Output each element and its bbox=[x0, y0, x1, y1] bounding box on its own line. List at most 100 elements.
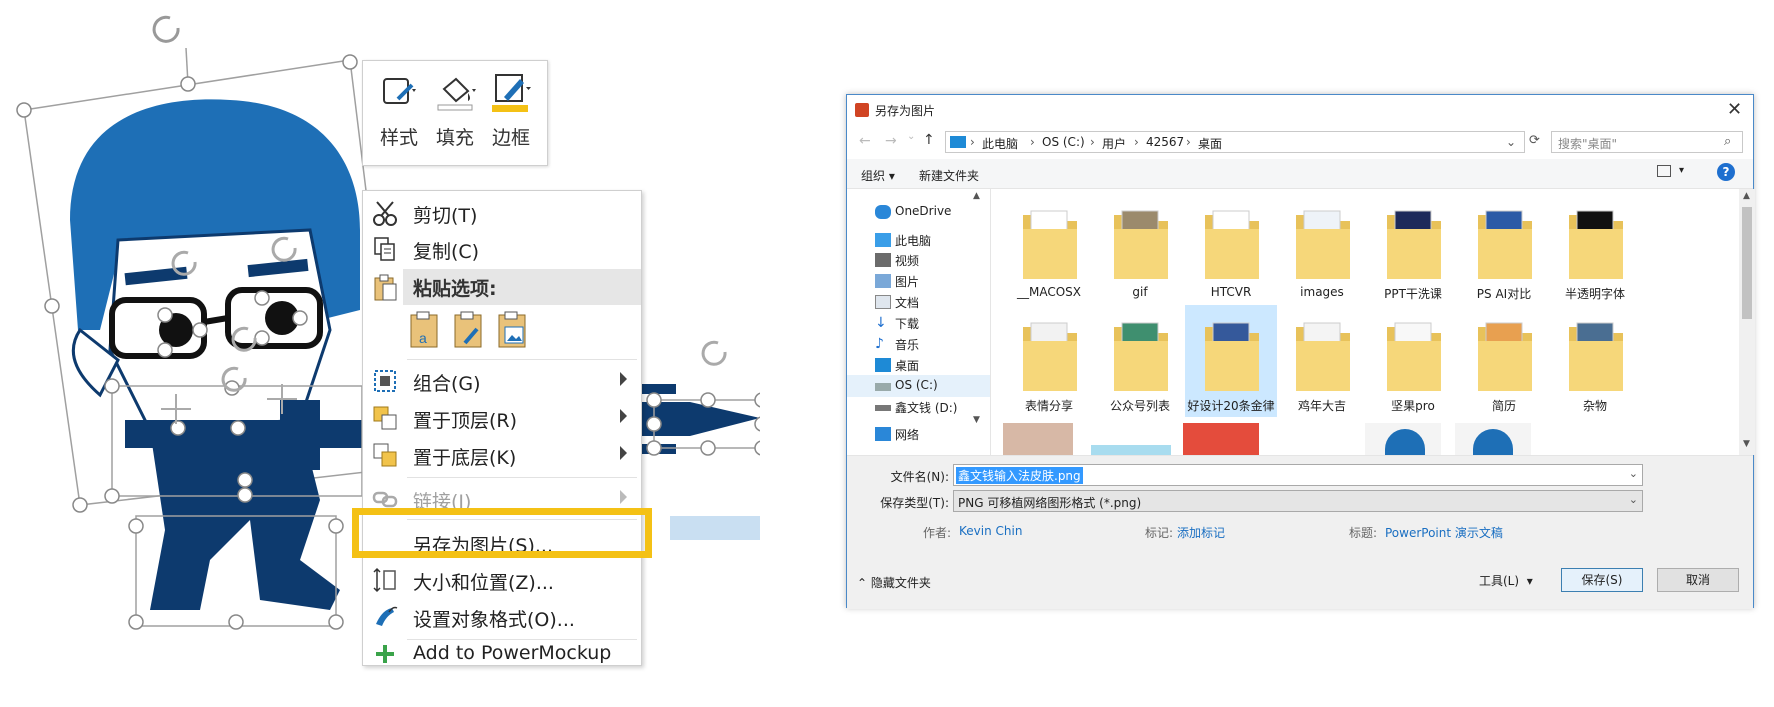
folder-item[interactable]: 公众号列表 bbox=[1094, 305, 1186, 417]
nav-item-onedrive[interactable]: OneDrive bbox=[847, 201, 990, 223]
new-folder-button[interactable]: 新建文件夹 bbox=[919, 169, 980, 183]
folder-item[interactable]: gif bbox=[1094, 193, 1186, 305]
up-arrow-icon[interactable]: ↑ bbox=[923, 132, 935, 148]
help-icon[interactable]: ? bbox=[1717, 163, 1735, 181]
nav-item-network[interactable]: 网络 bbox=[847, 423, 990, 445]
menu-item-bring-to-front[interactable]: 置于顶层(R) bbox=[363, 400, 641, 436]
nav-scroll-down-icon[interactable]: ▼ bbox=[973, 415, 980, 425]
paste-keep-text-icon[interactable]: a bbox=[410, 311, 438, 348]
nav-item-videos[interactable]: 视频 bbox=[847, 249, 990, 271]
vertical-scrollbar[interactable]: ▲ ▼ bbox=[1739, 189, 1755, 455]
cancel-button[interactable]: 取消 bbox=[1657, 568, 1739, 592]
doc-title-label: 标题: bbox=[1348, 526, 1377, 540]
recent-dropdown-icon[interactable]: ⌄ bbox=[907, 131, 916, 142]
close-icon[interactable]: ✕ bbox=[1727, 99, 1743, 120]
file-thumbnail[interactable] bbox=[1183, 423, 1259, 455]
file-thumbnail[interactable] bbox=[1091, 445, 1171, 455]
doc-title-value[interactable]: PowerPoint 演示文稿 bbox=[1385, 526, 1503, 540]
save-options-pane: 文件名(N): 鑫文钱输入法皮肤.png ⌄ 保存类型(T): PNG 可移植网… bbox=[847, 455, 1753, 609]
folder-item[interactable]: 好设计20条金律 bbox=[1185, 305, 1277, 417]
video-icon bbox=[875, 253, 891, 267]
address-dropdown-icon[interactable]: ⌄ bbox=[1506, 135, 1517, 149]
folder-item[interactable]: 杂物 bbox=[1549, 305, 1641, 417]
address-bar[interactable]: › 此电脑 › OS (C:) › 用户 › 42567 › 桌面 ⌄ bbox=[945, 131, 1525, 153]
menu-item-send-to-back[interactable]: 置于底层(K) bbox=[363, 437, 641, 473]
folder-icon bbox=[1112, 203, 1170, 281]
folder-item[interactable]: PS AI对比 bbox=[1458, 193, 1550, 305]
forward-arrow-icon[interactable]: → bbox=[885, 133, 897, 149]
filetype-select[interactable]: PNG 可移植网络图形格式 (*.png) ⌄ bbox=[953, 490, 1643, 512]
scrollbar-thumb[interactable] bbox=[1742, 207, 1752, 319]
nav-item-music[interactable]: ♪音乐 bbox=[875, 336, 920, 352]
style-button[interactable]: 样式 bbox=[371, 71, 427, 157]
view-dropdown-icon[interactable]: ▾ bbox=[1679, 165, 1685, 176]
folder-item[interactable]: 半透明字体 bbox=[1549, 193, 1641, 305]
author-value[interactable]: Kevin Chin bbox=[959, 524, 1023, 538]
view-icon[interactable] bbox=[1657, 165, 1671, 177]
folder-icon bbox=[1294, 203, 1352, 281]
mini-toolbar: 样式 填充 边框 bbox=[362, 60, 548, 166]
filename-field[interactable]: 鑫文钱输入法皮肤.png ⌄ bbox=[953, 464, 1643, 486]
breadcrumb-item[interactable]: 用户 bbox=[1102, 137, 1127, 151]
refresh-icon[interactable]: ⟳ bbox=[1529, 133, 1540, 148]
menu-item-size-position[interactable]: 大小和位置(Z)... bbox=[363, 562, 641, 598]
folder-item[interactable]: __MACOSX bbox=[1003, 193, 1095, 305]
folder-item[interactable]: HTCVR bbox=[1185, 193, 1277, 305]
right-eye bbox=[265, 301, 299, 335]
folder-item[interactable]: 鸡年大吉 bbox=[1276, 305, 1368, 417]
file-thumbnail[interactable] bbox=[1455, 423, 1531, 455]
menu-item-format-object[interactable]: 设置对象格式(O)... bbox=[363, 599, 641, 635]
command-bar: 组织 ▾ 新建文件夹 ▾ ? bbox=[847, 159, 1753, 189]
context-menu: 剪切(T) 复制(C) 粘贴选项: a 组合(G) 置于顶层(R) 置于底层(K… bbox=[362, 190, 642, 666]
breadcrumb-item[interactable]: 42567 bbox=[1146, 135, 1185, 149]
hide-folders-toggle[interactable]: ⌃ 隐藏文件夹 bbox=[857, 576, 931, 590]
nav-item-pictures[interactable]: 图片 bbox=[847, 270, 990, 292]
folder-item[interactable]: 简历 bbox=[1458, 305, 1550, 417]
nav-item-drive-d[interactable]: 鑫文钱 (D:) bbox=[847, 396, 990, 418]
breadcrumb-item[interactable]: 桌面 bbox=[1198, 137, 1223, 151]
nav-item-desktop[interactable]: 桌面 bbox=[847, 354, 990, 376]
paste-icon bbox=[371, 272, 399, 302]
outline-button[interactable]: 边框 bbox=[483, 71, 539, 157]
fill-button[interactable]: 填充 bbox=[427, 71, 483, 157]
breadcrumb-item[interactable]: OS (C:) bbox=[1042, 135, 1085, 149]
menu-item-link[interactable]: 链接(I) bbox=[363, 481, 641, 517]
nav-scroll-up-icon[interactable]: ▲ bbox=[973, 191, 980, 201]
file-thumbnail[interactable] bbox=[1365, 423, 1441, 455]
menu-item-cut[interactable]: 剪切(T) bbox=[363, 195, 641, 231]
folder-item[interactable]: PPT干洗课 bbox=[1367, 193, 1459, 305]
sword-tip bbox=[640, 402, 760, 436]
back-arrow-icon[interactable]: ← bbox=[859, 133, 871, 149]
highlight-box bbox=[352, 508, 652, 558]
nav-item-documents[interactable]: 文档 bbox=[847, 291, 990, 313]
tools-dropdown[interactable]: 工具(L) ▾ bbox=[1479, 574, 1533, 588]
file-thumbnail[interactable] bbox=[1003, 423, 1073, 455]
menu-item-copy[interactable]: 复制(C) bbox=[363, 231, 641, 267]
menu-item-group[interactable]: 组合(G) bbox=[363, 363, 641, 399]
tags-value[interactable]: 添加标记 bbox=[1177, 526, 1226, 540]
dialog-titlebar: 另存为图片 ✕ bbox=[847, 95, 1753, 125]
nav-item-this-pc[interactable]: 此电脑 bbox=[847, 229, 990, 251]
size-position-icon bbox=[371, 565, 399, 595]
folder-item[interactable]: 表情分享 bbox=[1003, 305, 1095, 417]
folder-icon bbox=[1385, 315, 1443, 393]
organize-button[interactable]: 组织 ▾ bbox=[861, 169, 895, 183]
network-icon bbox=[875, 427, 891, 441]
sword-bar bbox=[125, 420, 365, 448]
slide-canvas bbox=[16, 15, 760, 630]
breadcrumb-item[interactable]: 此电脑 bbox=[982, 137, 1019, 151]
menu-item-add-to-powermockup[interactable]: Add to PowerMockup bbox=[363, 641, 641, 667]
save-button[interactable]: 保存(S) bbox=[1561, 568, 1643, 592]
paste-as-picture-icon[interactable] bbox=[498, 311, 526, 348]
filename-dropdown-icon[interactable]: ⌄ bbox=[1628, 467, 1638, 480]
rotate-handle-icon[interactable] bbox=[152, 15, 180, 43]
selection-handles[interactable] bbox=[16, 54, 760, 630]
paste-keep-format-icon[interactable] bbox=[454, 311, 482, 348]
nav-item-drive-c[interactable]: OS (C:) bbox=[847, 375, 990, 397]
folder-item[interactable]: 坚果pro bbox=[1367, 305, 1459, 417]
folder-item[interactable]: images bbox=[1276, 193, 1368, 305]
search-input[interactable]: 搜索"桌面" ⌕ bbox=[1551, 131, 1743, 153]
nav-item-downloads[interactable]: ↓下载 bbox=[875, 315, 920, 331]
dialog-title: 另存为图片 bbox=[875, 104, 936, 118]
